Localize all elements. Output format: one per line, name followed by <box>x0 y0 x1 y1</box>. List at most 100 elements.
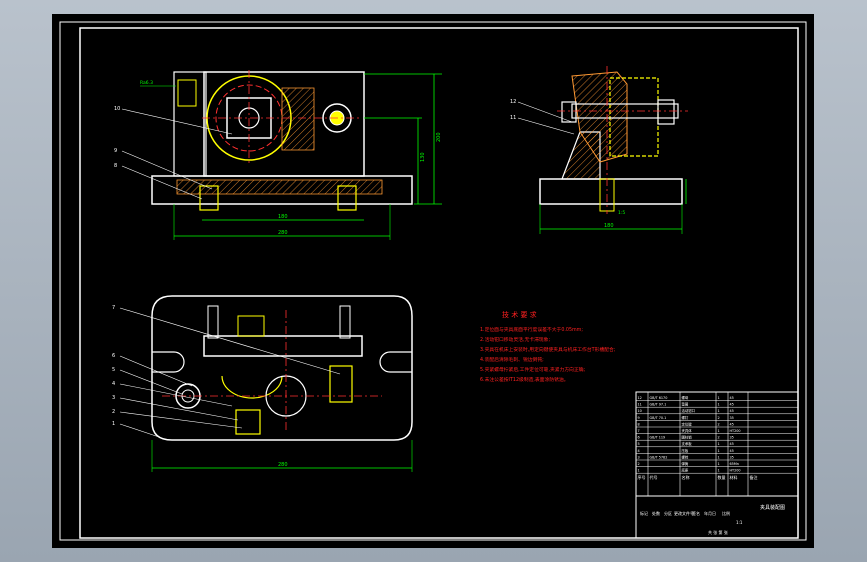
side-screw <box>571 103 679 119</box>
side-view: 180 1:5 12 11 <box>510 66 688 234</box>
parts-cell: 1 <box>718 409 720 413</box>
plan-view: 280 7 6 5 4 3 2 1 <box>112 295 413 472</box>
parts-cell: 4 <box>638 449 640 453</box>
parts-cell: GB/T 119 <box>650 436 666 440</box>
plan-balloon-6: 6 <box>112 353 115 359</box>
parts-cell: 活动钳口 <box>682 408 696 413</box>
parts-cell: 1 <box>718 429 720 433</box>
tech-req-item-2: 2.活动钳口移动灵活,无卡滞现象; <box>480 336 550 343</box>
parts-cell: 45 <box>730 449 734 453</box>
inner-border <box>79 27 799 539</box>
parts-cell: 定位键 <box>682 421 693 426</box>
front-body <box>203 71 365 177</box>
scale-label: 比例 <box>722 510 730 516</box>
front-dim-width-inner: 180 <box>278 214 288 220</box>
parts-cell: 2 <box>718 436 720 440</box>
tech-req-title: 技 术 要 求 <box>502 310 537 319</box>
parts-cell: 45 <box>730 409 734 413</box>
front-wheel-hatch <box>281 87 315 151</box>
parts-header-cell: 代号 <box>650 474 658 480</box>
parts-cell: 12 <box>638 396 642 400</box>
parts-cell: 3 <box>638 455 640 459</box>
sign-mark: 标记 <box>640 510 648 516</box>
front-view: 200 130 180 280 Ra6.3 10 9 8 <box>114 70 442 240</box>
sign-date: 年月日 <box>704 510 716 516</box>
parts-header-cell: 备注 <box>750 474 758 480</box>
parts-header-cell: 数量 <box>718 474 726 480</box>
plan-post-left <box>207 305 219 339</box>
plan-slot-right <box>379 351 412 373</box>
plan-balloon-5: 5 <box>112 367 115 373</box>
front-balloon-9: 9 <box>114 148 117 154</box>
plan-slot-left <box>152 351 185 373</box>
sign-count: 处数 <box>652 510 660 516</box>
side-base <box>539 178 683 205</box>
plan-leader-3 <box>119 397 239 421</box>
side-dim-small-label: 1:5 <box>618 210 625 216</box>
parts-cell: HT200 <box>730 469 741 473</box>
parts-cell: 8 <box>638 422 640 426</box>
parts-cell: 螺栓 <box>682 454 689 459</box>
parts-cell: 1 <box>638 469 640 473</box>
plan-leader-2 <box>119 411 243 429</box>
plan-balloon-3: 3 <box>112 395 115 401</box>
side-dim-width-label: 180 <box>604 223 614 229</box>
front-leader-tag: Ra6.3 <box>140 80 153 86</box>
sign-zone: 分区 <box>664 510 672 516</box>
side-balloon-11: 11 <box>510 115 516 121</box>
parts-cell: GB/T 6170 <box>650 396 668 400</box>
parts-cell: 10 <box>638 409 642 413</box>
plan-balloon-2: 2 <box>112 409 115 415</box>
parts-cell: 底座 <box>682 468 689 473</box>
drawing-title: 夹具装配图 <box>760 504 785 511</box>
parts-cell: 圆柱销 <box>682 435 693 440</box>
plan-balloon-1: 1 <box>112 421 115 427</box>
front-leader-10 <box>121 108 233 135</box>
parts-cell: HT200 <box>730 429 741 433</box>
front-leader-9 <box>121 150 213 190</box>
parts-cell: 11 <box>638 403 642 407</box>
cad-viewport[interactable]: 200 130 180 280 Ra6.3 10 9 8 180 1:5 12 … <box>52 14 814 548</box>
parts-header-cell: 名称 <box>682 474 690 480</box>
parts-cell: 45 <box>730 403 734 407</box>
parts-cell: 2 <box>638 462 640 466</box>
parts-cell: 1 <box>718 455 720 459</box>
title-block: 夹具装配图 比例 1:1 共 张 第 张 标记 处数 分区 更改文件号 签名 年… <box>635 391 799 539</box>
parts-cell: 压板 <box>682 448 689 453</box>
parts-cell: 35 <box>730 455 734 459</box>
parts-cell: GB/T 5782 <box>650 455 668 459</box>
parts-cell: 5 <box>638 442 640 446</box>
parts-cell: 1 <box>718 442 720 446</box>
parts-cell: 垫圈 <box>682 402 689 407</box>
parts-cell: 9 <box>638 416 640 420</box>
parts-cell: 支承板 <box>682 441 693 446</box>
front-leader-8 <box>121 165 203 200</box>
front-dim-height: 200 <box>436 132 442 142</box>
parts-cell: 螺母 <box>682 395 689 400</box>
scale-value: 1:1 <box>736 520 743 525</box>
parts-header-cell: 序号 <box>638 474 646 480</box>
sign-doc: 更改文件号 <box>674 510 694 516</box>
tech-req-item-4: 4.装配后清除毛刺、锐边倒钝; <box>480 356 544 363</box>
parts-cell: 1 <box>718 469 720 473</box>
front-bolt-right <box>337 185 357 211</box>
parts-cell: 1 <box>718 403 720 407</box>
parts-cell: GB/T 70.1 <box>650 416 667 420</box>
plan-leader-5 <box>119 369 183 395</box>
parts-cell: 1 <box>718 449 720 453</box>
plan-leader-6 <box>119 355 193 387</box>
front-dim-height-inner: 130 <box>420 152 426 162</box>
parts-cell: 夹具体 <box>682 428 693 433</box>
drawing-canvas: 200 130 180 280 Ra6.3 10 9 8 180 1:5 12 … <box>59 21 807 541</box>
parts-cell: 65Mn <box>730 462 739 466</box>
parts-cell: 45 <box>730 442 734 446</box>
sign-sign: 签名 <box>692 510 700 516</box>
front-body-left-col <box>173 71 207 177</box>
plan-balloon-4: 4 <box>112 381 115 387</box>
parts-cell: 6 <box>638 436 640 440</box>
front-balloon-10: 10 <box>114 106 120 112</box>
plan-leader-4 <box>119 383 233 407</box>
side-head-hatch <box>571 71 628 163</box>
side-balloon-12: 12 <box>510 99 516 105</box>
parts-cell: 螺钉 <box>682 415 689 420</box>
